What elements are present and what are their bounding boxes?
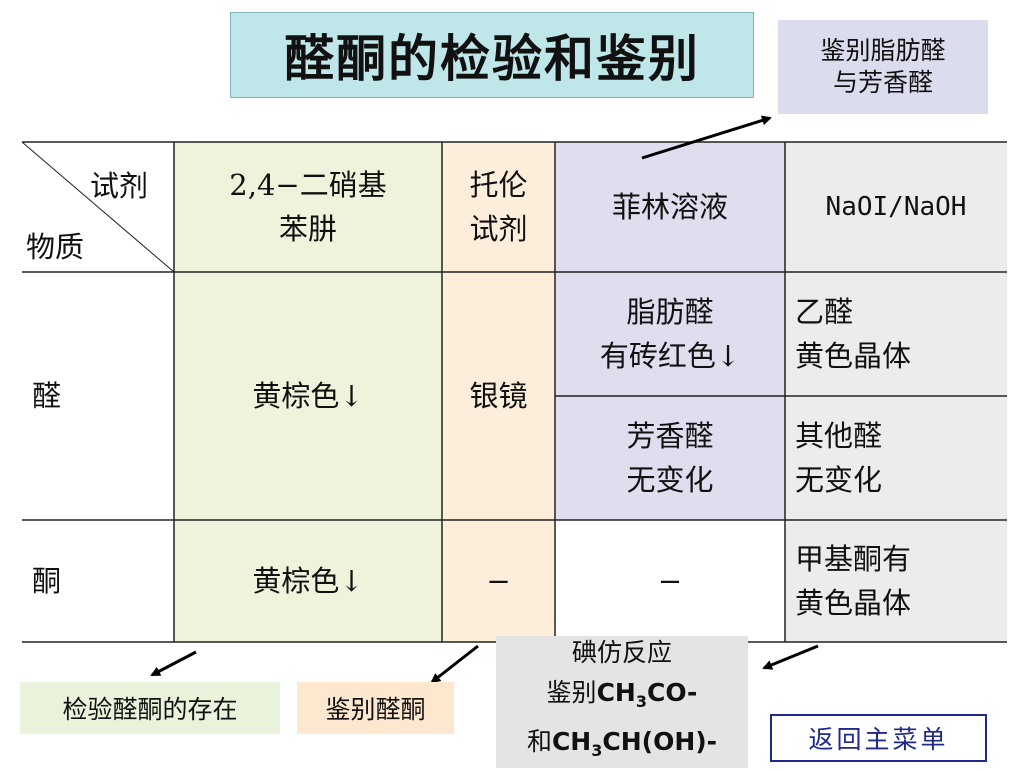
cell-ketone-naoi: 甲基酮有 黄色晶体 <box>785 520 1007 642</box>
cell-aldehyde-fehling-aromatic: 芳香醛 无变化 <box>555 396 785 520</box>
cell-aldehyde-naoi-acetaldehyde: 乙醛 黄色晶体 <box>785 272 1007 396</box>
row-label-aldehyde: 醛 <box>22 272 174 520</box>
iodoform-line-3: 和CH3CH(OH)- <box>526 727 718 760</box>
column-header-dnp: 2,4−二硝基 苯肼 <box>174 142 442 272</box>
arrow-to-iodoform-note <box>762 644 819 670</box>
table-header-substance: 物质 <box>26 230 85 264</box>
cell-ketone-dnp: 黄棕色↓ <box>174 520 442 642</box>
cell-aldehyde-fehling-aliphatic: 脂肪醛 有砖红色↓ <box>555 272 785 396</box>
iodoform-line-1: 碘仿反应 <box>571 638 672 667</box>
cell-ketone-fehling: − <box>555 520 785 642</box>
cell-aldehyde-naoi-other: 其他醛 无变化 <box>785 396 1007 520</box>
cell-ketone-tollens: − <box>442 520 555 642</box>
row-label-ketone: 酮 <box>22 520 174 642</box>
note-iodoform-reaction: 碘仿反应 鉴别CH3CO- 和CH3CH(OH)- <box>496 636 748 768</box>
arrow-to-green-note <box>150 650 197 677</box>
arrow-to-peach-note <box>430 644 479 684</box>
return-main-menu-button[interactable]: 返回主菜单 <box>770 714 987 762</box>
cell-aldehyde-dnp: 黄棕色↓ <box>174 272 442 520</box>
column-header-fehling: 菲林溶液 <box>555 142 785 272</box>
note-detect-carbonyl: 检验醛酮的存在 <box>20 682 280 734</box>
iodoform-line-2: 鉴别CH3CO- <box>546 678 698 711</box>
note-distinguish-aldehyde-ketone: 鉴别醛酮 <box>297 682 454 734</box>
column-header-naoi: NaOI/NaOH <box>785 142 1007 272</box>
cell-aldehyde-tollens: 银镜 <box>442 272 555 520</box>
table-header-reagent: 试剂 <box>90 169 149 203</box>
page-title: 醛酮的检验和鉴别 <box>230 12 754 98</box>
column-header-tollens: 托伦 试剂 <box>442 142 555 272</box>
note-aliphatic-vs-aromatic: 鉴别脂肪醛 与芳香醛 <box>778 20 988 114</box>
